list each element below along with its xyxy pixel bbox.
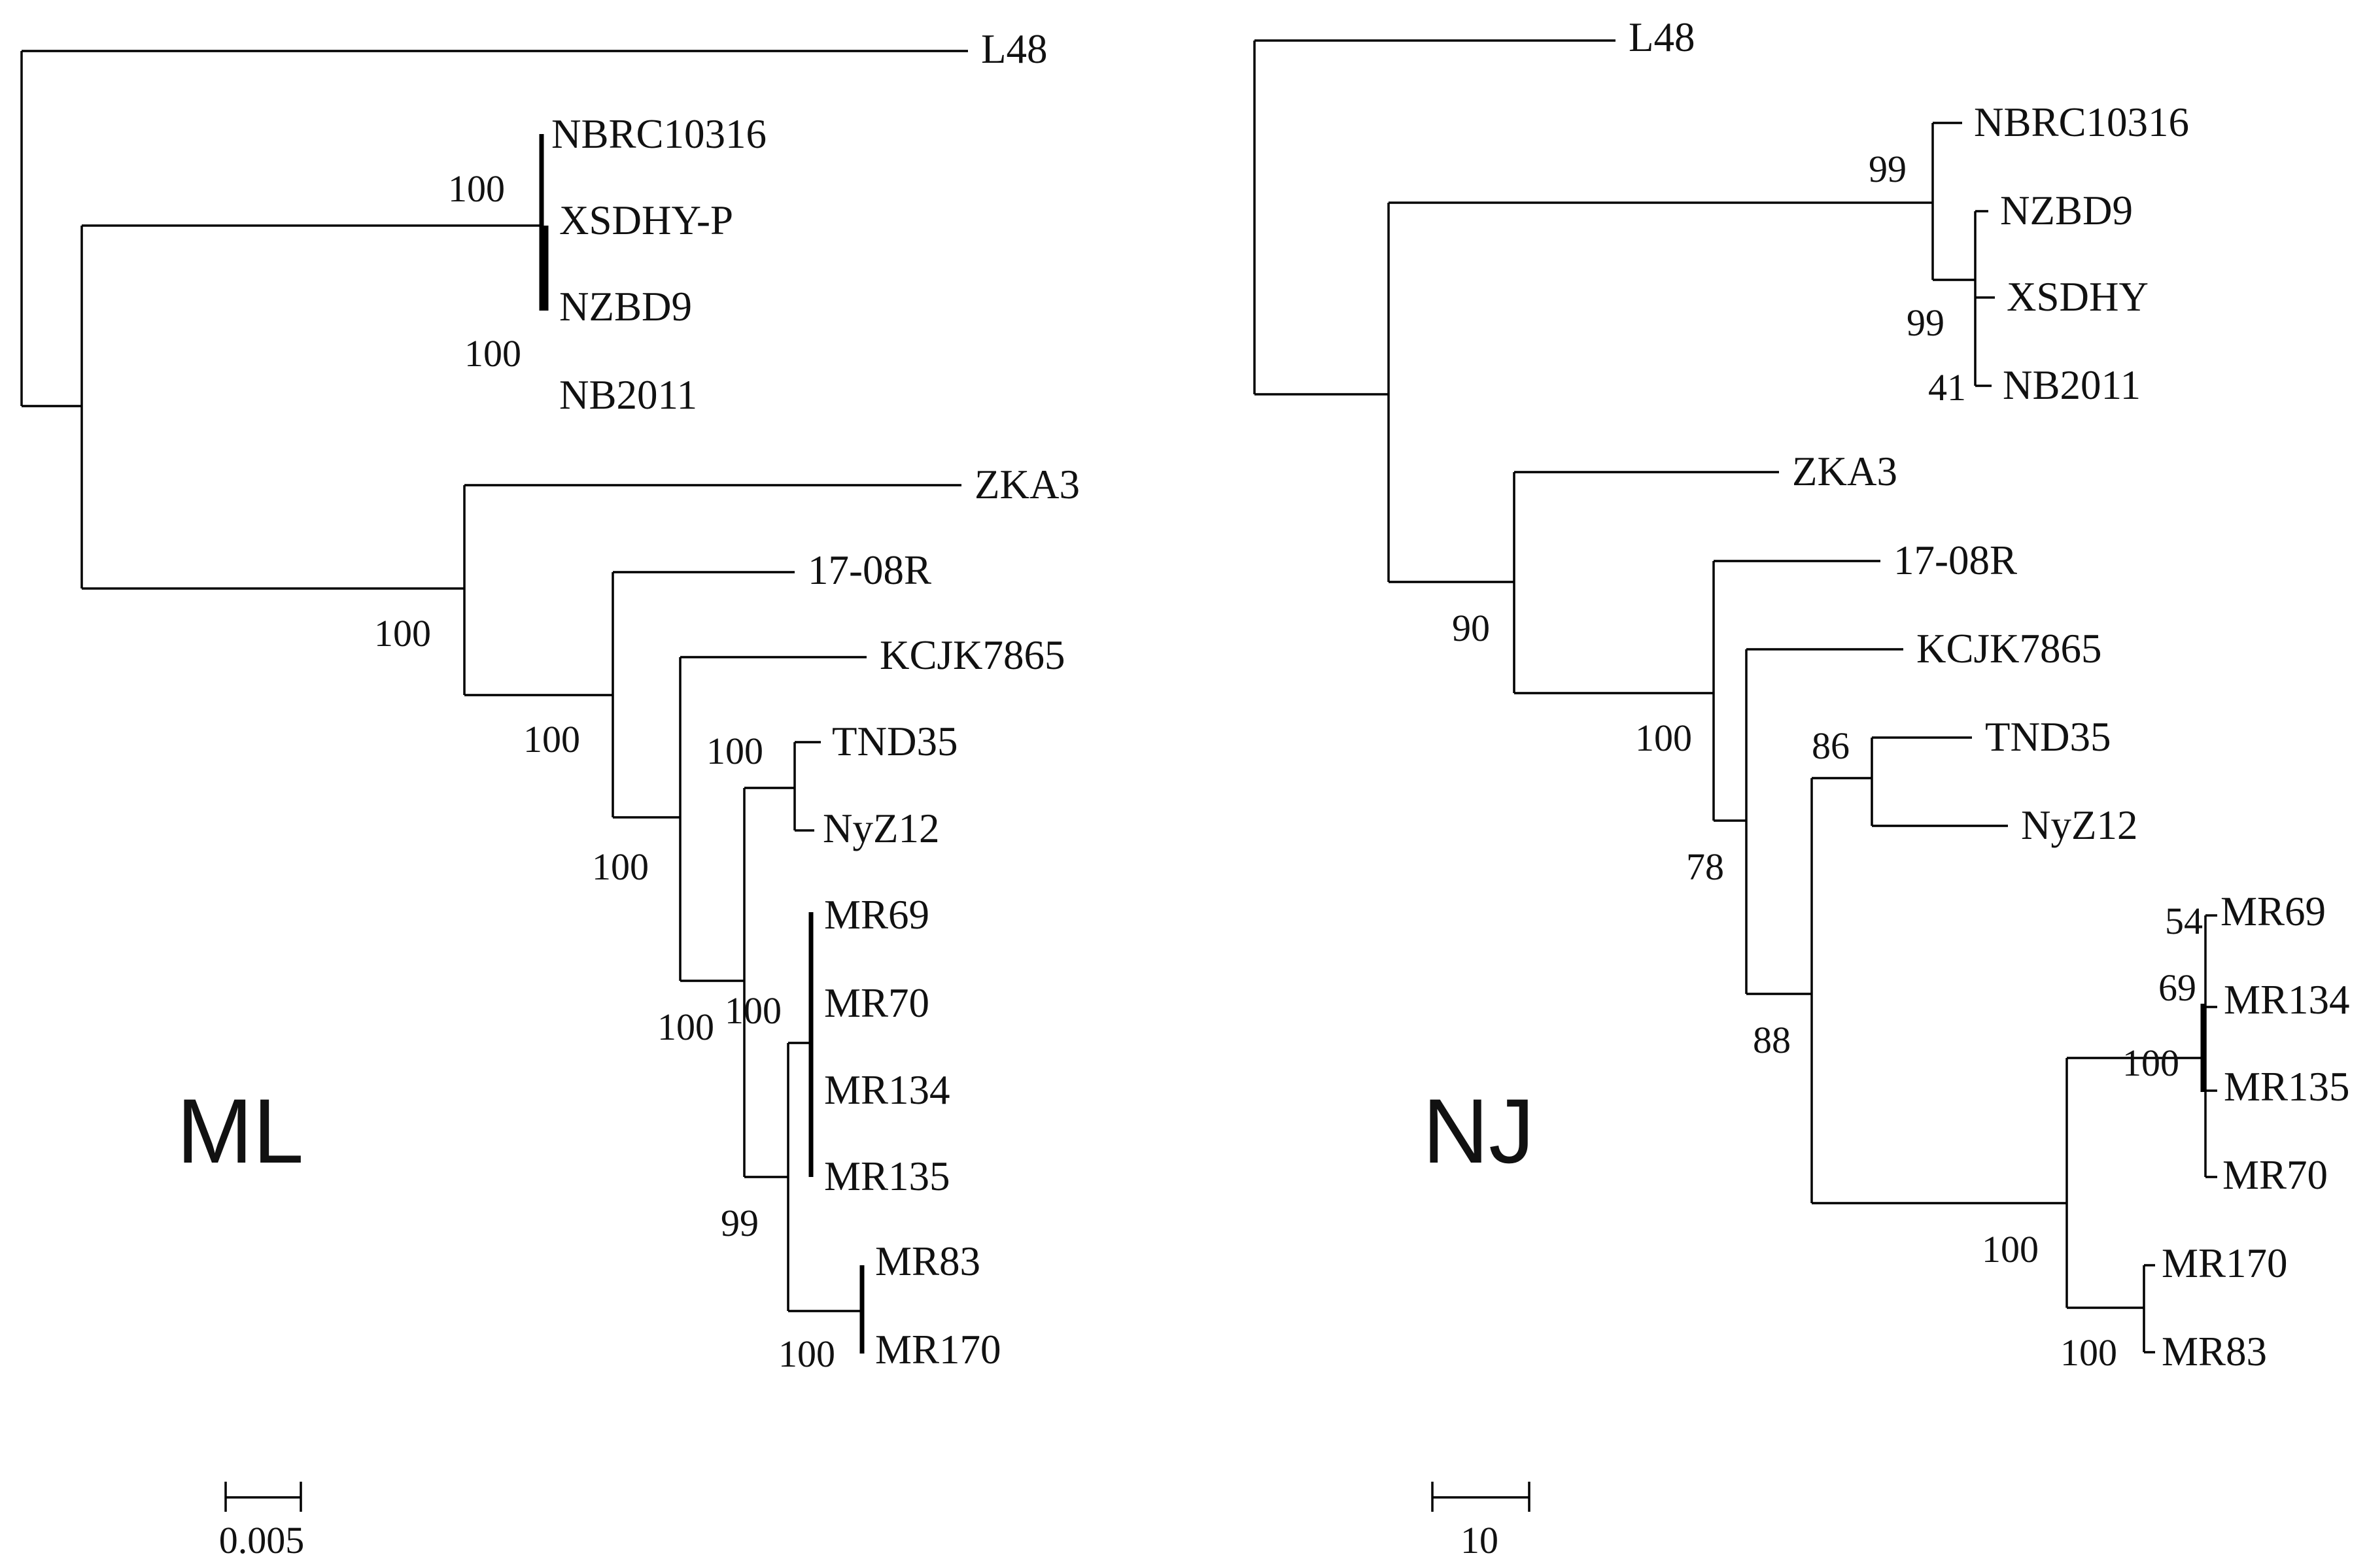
nj-bootstrap-value: 99 (1869, 148, 1907, 190)
ml-leaf-label: L48 (981, 26, 1047, 72)
nj-bootstrap-value: 54 (2165, 900, 2203, 942)
nj-bootstrap-value: 100 (2060, 1331, 2117, 1374)
ml-bootstrap-value: 100 (464, 332, 521, 375)
nj-leaf-label: MR83 (2162, 1329, 2267, 1374)
ml-scale-label: 0.005 (219, 1519, 305, 1561)
ml-leaf-label: NBRC10316 (551, 111, 767, 157)
nj-leaf-label: 17-08R (1893, 537, 2017, 583)
nj-leaf-label: NZBD9 (2000, 188, 2133, 233)
nj-bootstrap-value: 78 (1686, 845, 1724, 888)
ml-bootstrap-value: 100 (448, 167, 505, 210)
nj-leaf-label: NBRC10316 (1974, 99, 2189, 145)
ml-panel-title: ML (177, 1080, 303, 1182)
nj-leaf-label: MR135 (2224, 1064, 2350, 1110)
nj-bootstrap-value: 41 (1928, 366, 1966, 409)
ml-leaf-label: TND35 (832, 719, 958, 764)
ml-bootstrap-value: 100 (523, 718, 580, 760)
nj-leaf-label: XSDHY (2007, 274, 2149, 320)
ml-leaf-label: MR170 (875, 1327, 1001, 1372)
ml-leaf-label: MR70 (824, 980, 929, 1026)
nj-leaf-label: MR69 (2220, 889, 2326, 934)
nj-leaf-label: NyZ12 (2021, 802, 2137, 848)
ml-bootstrap-value: 100 (725, 989, 782, 1032)
nj-scale-bar: 10 (1431, 1482, 1530, 1561)
nj-bootstrap-value: 100 (1635, 717, 1692, 759)
ml-leaf-label: NB2011 (559, 372, 697, 418)
ml-leaf-label: 17-08R (808, 547, 931, 593)
ml-bootstrap-value: 100 (706, 730, 763, 772)
nj-bootstrap-value: 100 (1982, 1228, 2039, 1270)
nj-leaf-label: TND35 (1985, 714, 2111, 760)
ml-leaf-label: ZKA3 (975, 462, 1080, 507)
nj-leaf-label: MR170 (2162, 1240, 2288, 1286)
nj-bootstrap-value: 88 (1753, 1019, 1791, 1061)
ml-bootstrap-value: 100 (592, 845, 649, 888)
ml-bootstrap-value: 100 (657, 1006, 714, 1048)
nj-leaf-label: MR70 (2222, 1152, 2328, 1198)
nj-leaf-label: L48 (1629, 14, 1695, 60)
ml-leaf-label: XSDHY-P (559, 197, 733, 243)
nj-leaf-label: ZKA3 (1792, 449, 1897, 494)
ml-leaf-label: NZBD9 (559, 284, 692, 330)
ml-bootstrap-value: 100 (778, 1333, 835, 1375)
nj-leaf-label: MR134 (2224, 977, 2350, 1023)
nj-tree: L48 NBRC10316 NZBD9 XSDHY NB2011 ZKA3 17… (1253, 14, 2350, 1561)
nj-bootstrap-value: 90 (1452, 607, 1490, 649)
nj-leaf-label: NB2011 (2003, 362, 2141, 408)
ml-leaf-label: KCJK7865 (880, 632, 1065, 678)
ml-scale-bar: 0.005 (219, 1482, 305, 1561)
ml-leaf-label: MR134 (824, 1067, 950, 1113)
nj-bootstrap-value: 100 (2122, 1042, 2179, 1084)
ml-bootstrap-value: 100 (374, 612, 431, 655)
ml-bootstrap-value: 99 (721, 1202, 759, 1244)
ml-leaf-label: NyZ12 (823, 806, 939, 851)
nj-bootstrap-value: 86 (1812, 724, 1850, 767)
ml-tree: L48 NBRC10316 XSDHY-P NZBD9 NB2011 ZKA3 … (20, 26, 1080, 1561)
nj-leaf-label: KCJK7865 (1916, 626, 2102, 672)
ml-leaf-label: MR135 (824, 1153, 950, 1199)
nj-bootstrap-value: 99 (1907, 301, 1944, 344)
nj-bootstrap-value: 69 (2158, 966, 2196, 1009)
ml-leaf-label: MR83 (875, 1238, 980, 1284)
nj-scale-label: 10 (1460, 1519, 1498, 1561)
ml-leaf-label: MR69 (824, 892, 929, 938)
nj-panel-title: NJ (1423, 1080, 1534, 1182)
